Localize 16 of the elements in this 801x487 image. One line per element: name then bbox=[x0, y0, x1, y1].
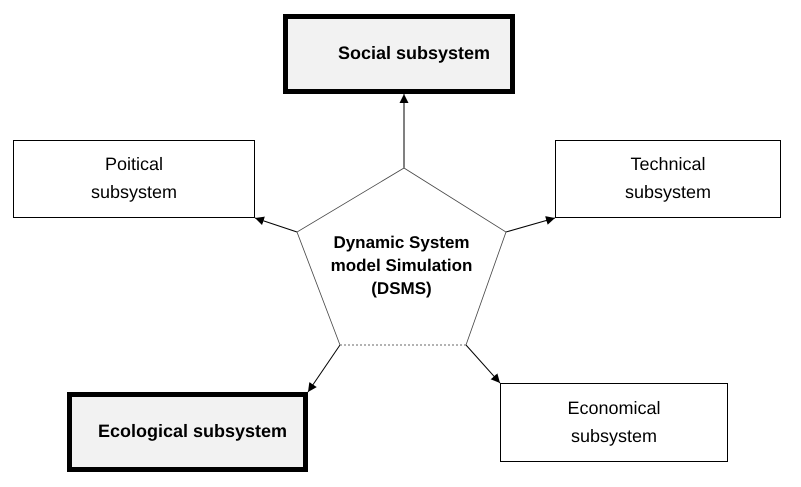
node-label: Technical subsystem bbox=[624, 153, 712, 204]
subsystem-box bbox=[500, 383, 728, 462]
node-label: Ecological subsystem bbox=[98, 420, 288, 444]
node-label: Poitical subsystem bbox=[90, 153, 178, 204]
subsystem-box bbox=[283, 14, 515, 94]
arrow bbox=[308, 344, 340, 392]
node-label: Economical subsystem bbox=[566, 396, 662, 448]
subsystem-box bbox=[67, 392, 308, 472]
arrow bbox=[400, 94, 408, 168]
arrow bbox=[506, 216, 556, 232]
subsystem-box bbox=[555, 140, 781, 218]
node-label: Social subsystem bbox=[338, 42, 490, 66]
arrow bbox=[254, 216, 298, 232]
arrow bbox=[466, 344, 500, 384]
subsystem-box bbox=[13, 140, 255, 218]
node-label: Dynamic System model Simulation (DSMS) bbox=[330, 232, 474, 300]
